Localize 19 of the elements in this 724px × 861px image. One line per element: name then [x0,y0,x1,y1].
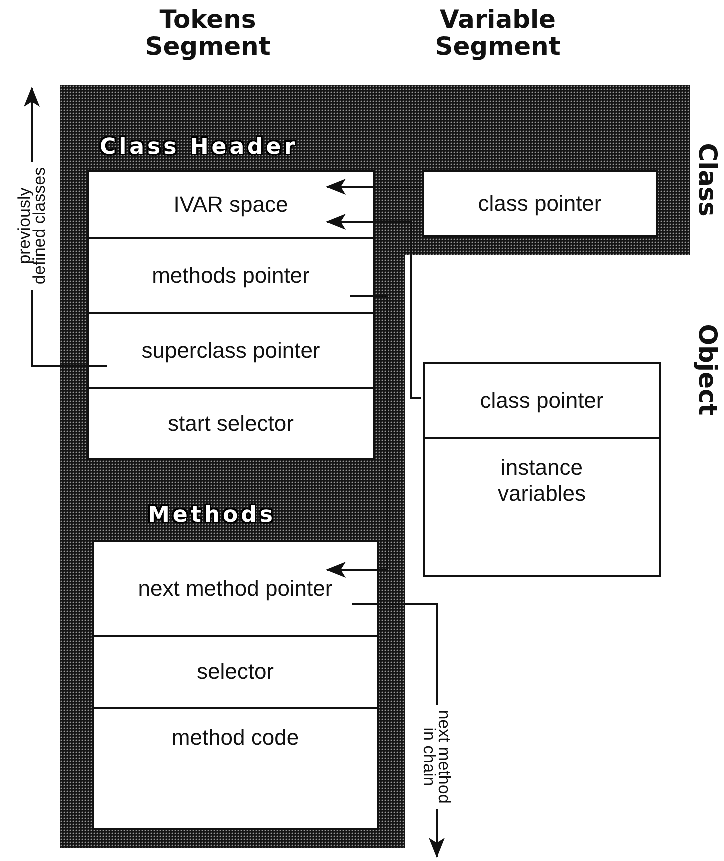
group-label: Class [694,143,722,217]
memory-field: start selector [87,387,375,460]
section-heading: Methods [148,503,276,528]
memory-field: method code [92,707,379,830]
memory-field: superclass pointer [87,312,375,389]
arrow [326,295,388,578]
group-label: Object [694,324,722,416]
memory-field: methods pointer [87,237,375,314]
column-heading: Variable Segment [434,6,562,60]
memory-field: next method pointer [92,540,379,637]
arrow [326,214,421,399]
edge-label: next method in chain [422,705,452,809]
memory-field: class pointer [422,170,658,237]
column-heading: Tokens Segment [144,6,272,60]
arrow [326,179,422,195]
memory-field: IVAR space [87,170,375,239]
edge-label: previously defined classes [17,162,47,290]
memory-field: selector [92,635,379,709]
section-heading: Class Header [100,135,298,160]
